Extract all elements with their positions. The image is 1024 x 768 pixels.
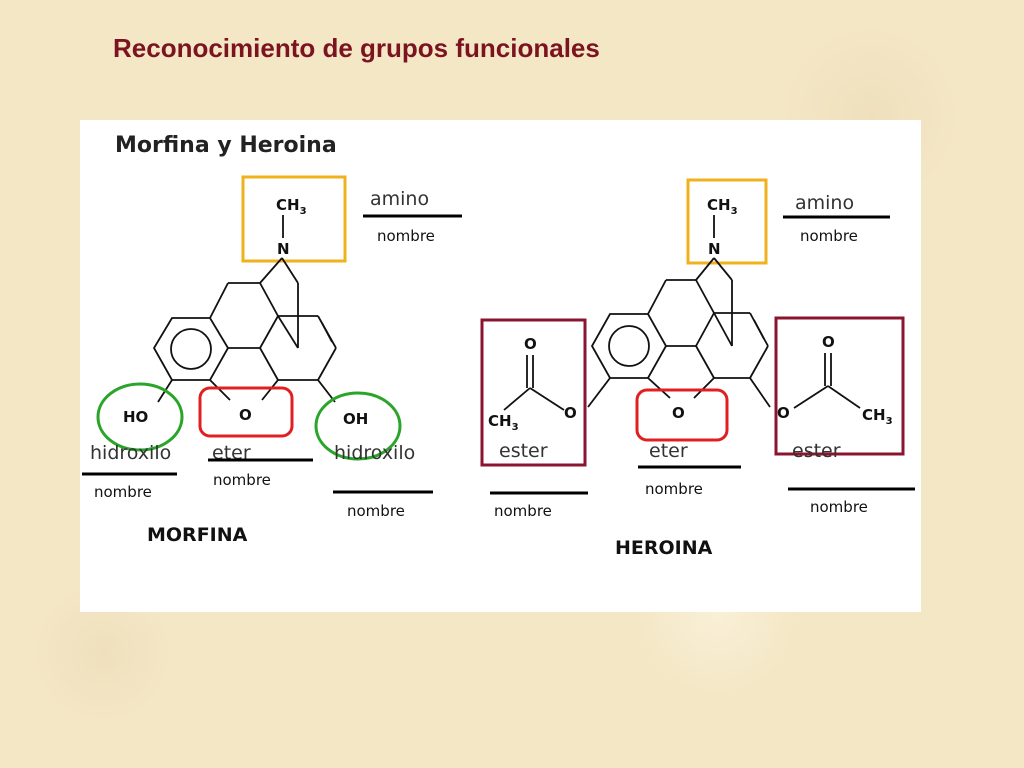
heroin-ether-nombre: nombre: [645, 480, 703, 498]
heroin-skeleton: [587, 257, 771, 408]
morphine-hydroxyl-right-label: hidroxilo: [334, 442, 415, 464]
morphine-hydroxyl-left-nombre: nombre: [94, 483, 152, 501]
heroin-ether-label: eter: [649, 440, 688, 462]
heroin-ester-left-c-bond: [503, 387, 531, 411]
morphine-ether-o-label: O: [239, 406, 252, 424]
heroin-ester-left-nombre: nombre: [494, 502, 552, 520]
morphine-ch3-label: CH3: [276, 196, 307, 217]
heroin-structure: CH3 N: [480, 178, 905, 467]
heroin-ester-right-c-bond: [827, 385, 861, 409]
morphine-n-label: N: [277, 240, 290, 258]
morphine-amino-label: amino: [370, 188, 429, 210]
morphine-name: MORFINA: [147, 524, 248, 546]
heroin-ester-left-ch3: CH3: [488, 412, 519, 433]
heroin-amino-label: amino: [795, 192, 854, 214]
heroin-ester-right-o-bond: [793, 385, 829, 409]
morphine-ether-nombre: nombre: [213, 471, 271, 489]
heroin-ester-left-o-bond: [529, 387, 565, 411]
heroin-n-label: N: [708, 240, 721, 258]
heroin-amino-box: [686, 178, 768, 265]
heroin-ester-right-o-top: O: [822, 333, 835, 351]
heroin-ether-box: [635, 388, 729, 442]
morphine-skeleton: [152, 257, 337, 403]
morphine-amino-box: [241, 175, 347, 263]
heroin-amino-nombre: nombre: [800, 227, 858, 245]
heroin-ch3-label: CH3: [707, 196, 738, 217]
morphine-hydroxyl-left-circle: [96, 382, 184, 452]
morphine-hydroxyl-right-circle: [314, 391, 402, 461]
heroin-ester-left-o: O: [564, 404, 577, 422]
heroin-ester-right-ch3: CH3: [862, 406, 893, 427]
heroin-ester-left-box: [480, 318, 587, 467]
heroin-ester-left-o-top: O: [524, 335, 537, 353]
morphine-ho-label: HO: [123, 408, 148, 426]
morphine-hydroxyl-right-nombre: nombre: [347, 502, 405, 520]
figure-title: Morfina y Heroina: [115, 133, 337, 158]
morphine-oh-label: OH: [343, 410, 368, 428]
morphine-hydroxyl-left-label: hidroxilo: [90, 442, 171, 464]
functional-groups-figure: Morfina y Heroina CH3 N: [80, 120, 921, 612]
morphine-ether-box: [198, 386, 294, 438]
heroin-ester-right-nombre: nombre: [810, 498, 868, 516]
morphine-amino-nombre: nombre: [377, 227, 435, 245]
slide-title: Reconocimiento de grupos funcionales: [113, 33, 600, 63]
heroin-ether-o-label: O: [672, 404, 685, 422]
heroin-ester-right-o: O: [777, 404, 790, 422]
molecule-diagram: Morfina y Heroina CH3 N: [82, 133, 915, 559]
heroin-ester-left-label: ester: [499, 440, 548, 462]
heroin-ester-right-box: [774, 316, 905, 456]
heroin-ester-right-label: ester: [792, 440, 841, 462]
heroin-name: HEROINA: [615, 537, 713, 559]
morphine-structure: CH3 N: [96, 175, 402, 461]
